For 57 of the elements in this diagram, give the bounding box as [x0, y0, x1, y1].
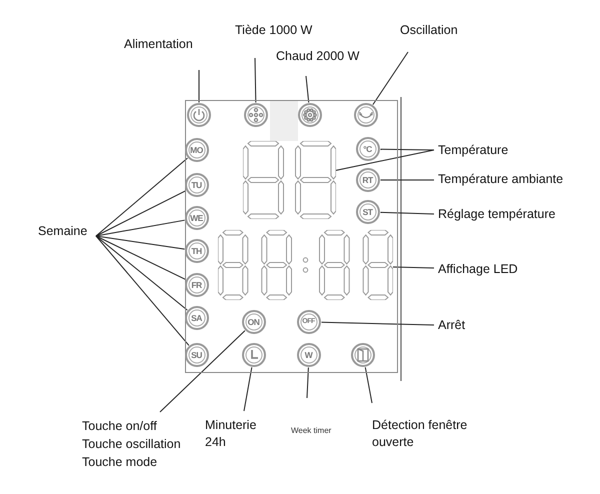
- indicator-button: W: [296, 342, 320, 366]
- callout-text: Température: [438, 142, 518, 158]
- leader-line: [306, 76, 310, 104]
- callout-text: Alimentation: [124, 36, 204, 52]
- leader-line: [392, 266, 434, 268]
- indicator-button: [242, 342, 266, 366]
- led-digit-display: [242, 140, 336, 218]
- leader-line: [198, 70, 200, 103]
- leader-line: [96, 190, 186, 236]
- leader-line: [306, 366, 309, 398]
- indicator-button: ON: [242, 310, 266, 334]
- callout-text: Arrêt: [438, 317, 478, 333]
- callout-text: Touche on/off: [82, 418, 158, 435]
- leader-line: [96, 220, 186, 236]
- indicator-button: °C: [356, 136, 380, 160]
- callout-text: Chaud 2000 W: [276, 48, 364, 64]
- leader-line: [244, 366, 252, 412]
- callout-text: Week timer: [291, 425, 341, 437]
- leader-line: [380, 148, 434, 150]
- indicator-button: TH: [184, 238, 208, 262]
- indicator-button: [350, 342, 374, 366]
- indicator-button: [244, 102, 268, 126]
- callout-text: Température ambiante: [438, 171, 578, 187]
- leader-line: [96, 236, 188, 311]
- callout-text: Touche oscillation: [82, 436, 182, 453]
- leader-line: [96, 236, 186, 280]
- leader-line: [364, 366, 372, 404]
- leader-line: [336, 150, 434, 171]
- callout-text: Tiède 1000 W: [235, 22, 321, 38]
- callout-text: Minuterie 24h: [205, 417, 275, 453]
- indicator-button: [186, 102, 210, 126]
- indicator-button: FR: [184, 272, 208, 296]
- leader-line: [380, 212, 434, 214]
- indicator-button: TU: [184, 172, 208, 196]
- callout-text: Réglage température: [438, 206, 568, 222]
- indicator-button: SA: [184, 306, 208, 330]
- indicator-button: RT: [356, 168, 380, 192]
- leader-line: [372, 52, 408, 106]
- callout-text: Détection fenêtre ouverte: [372, 417, 472, 453]
- callout-text: Touche mode: [82, 454, 158, 471]
- indicator-button: [354, 102, 378, 126]
- leader-line: [96, 236, 186, 250]
- indicator-button: WE: [184, 206, 208, 230]
- led-digit-display: [218, 230, 392, 300]
- callout-text: Affichage LED: [438, 261, 528, 277]
- indicator-button: SU: [184, 342, 208, 366]
- leader-line: [96, 236, 190, 346]
- callout-text: Semaine: [38, 223, 94, 239]
- indicator-button: ST: [356, 200, 380, 224]
- leader-line: [160, 330, 246, 412]
- lcd-panel: [185, 100, 398, 373]
- indicator-button: [298, 102, 322, 126]
- leader-line: [254, 58, 256, 103]
- indicator-button: MO: [184, 138, 208, 162]
- leader-line: [321, 322, 434, 326]
- callout-text: Oscillation: [400, 22, 466, 38]
- leader-line: [96, 158, 188, 236]
